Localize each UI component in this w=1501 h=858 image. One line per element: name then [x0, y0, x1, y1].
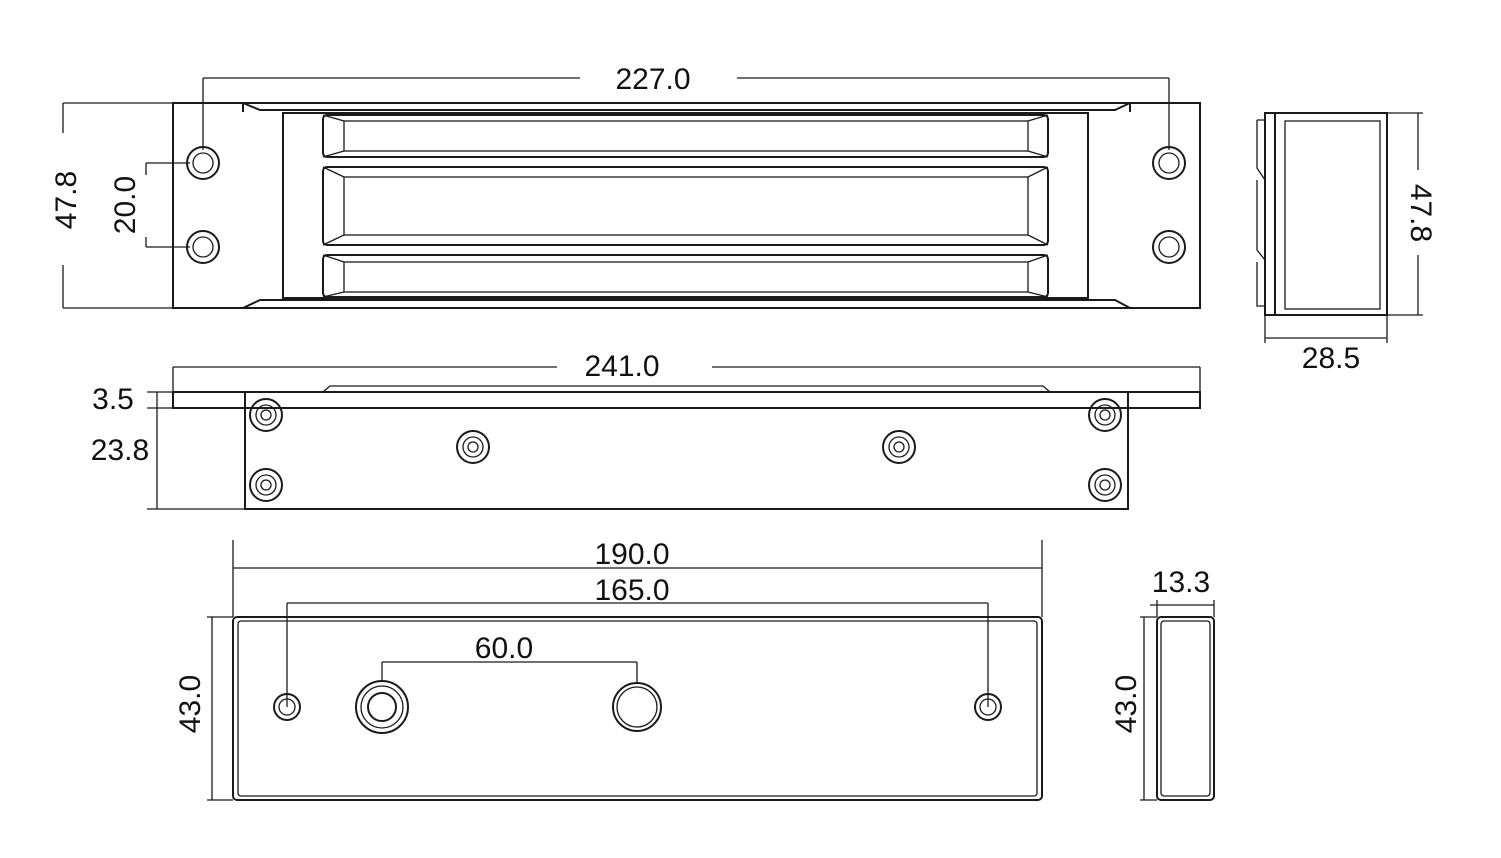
dim-43-plate: 43.0 — [174, 675, 207, 733]
dim-227: 227.0 — [615, 63, 690, 96]
top-screw — [1088, 398, 1122, 432]
top-screw — [456, 430, 490, 464]
front-mounting-hole — [186, 146, 220, 180]
dim-20: 20.0 — [109, 176, 142, 234]
front-view: 227.0 47.8 20.0 — [50, 63, 1201, 309]
dim-23-8: 23.8 — [91, 434, 149, 467]
dim-165: 165.0 — [594, 574, 669, 607]
front-mounting-hole — [186, 230, 220, 264]
front-mounting-plate — [172, 102, 1201, 309]
dim-47-8-front: 47.8 — [50, 171, 83, 229]
armature-side-view: 13.3 43.0 — [1110, 566, 1215, 801]
top-flange-plate — [172, 391, 1201, 409]
magnet-housing — [282, 112, 1089, 299]
front-mounting-hole — [1152, 230, 1186, 264]
dim-13-3: 13.3 — [1152, 566, 1210, 599]
side-view: 47.8 28.5 — [1256, 112, 1437, 375]
top-view: 241.0 3.5 23.8 — [91, 350, 1201, 510]
dim-241: 241.0 — [584, 350, 659, 383]
top-screw — [1088, 468, 1122, 502]
magnet-core-top — [322, 114, 1049, 158]
dim-3-5: 3.5 — [92, 383, 134, 416]
magnet-core-middle — [322, 166, 1049, 246]
dim-43-side: 43.0 — [1110, 675, 1143, 733]
dim-47-8-side: 47.8 — [1404, 184, 1437, 242]
dim-28-5: 28.5 — [1302, 342, 1360, 375]
top-screw — [882, 430, 916, 464]
armature-plate-view: 190.0 165.0 60.0 43.0 — [174, 538, 1043, 801]
plate-center-hole — [612, 682, 662, 732]
top-screw — [249, 468, 283, 502]
top-body — [244, 391, 1129, 510]
top-screw — [249, 398, 283, 432]
armature-plate — [232, 616, 1043, 801]
plate-center-bolt — [355, 680, 409, 734]
armature-side — [1156, 616, 1215, 801]
side-body — [1264, 112, 1388, 316]
dim-60: 60.0 — [475, 632, 533, 665]
front-top-flange — [242, 102, 1131, 111]
front-bottom-flange — [242, 299, 1131, 309]
dim-190: 190.0 — [594, 538, 669, 571]
front-mounting-hole — [1152, 146, 1186, 180]
magnet-core-bottom — [322, 254, 1049, 298]
